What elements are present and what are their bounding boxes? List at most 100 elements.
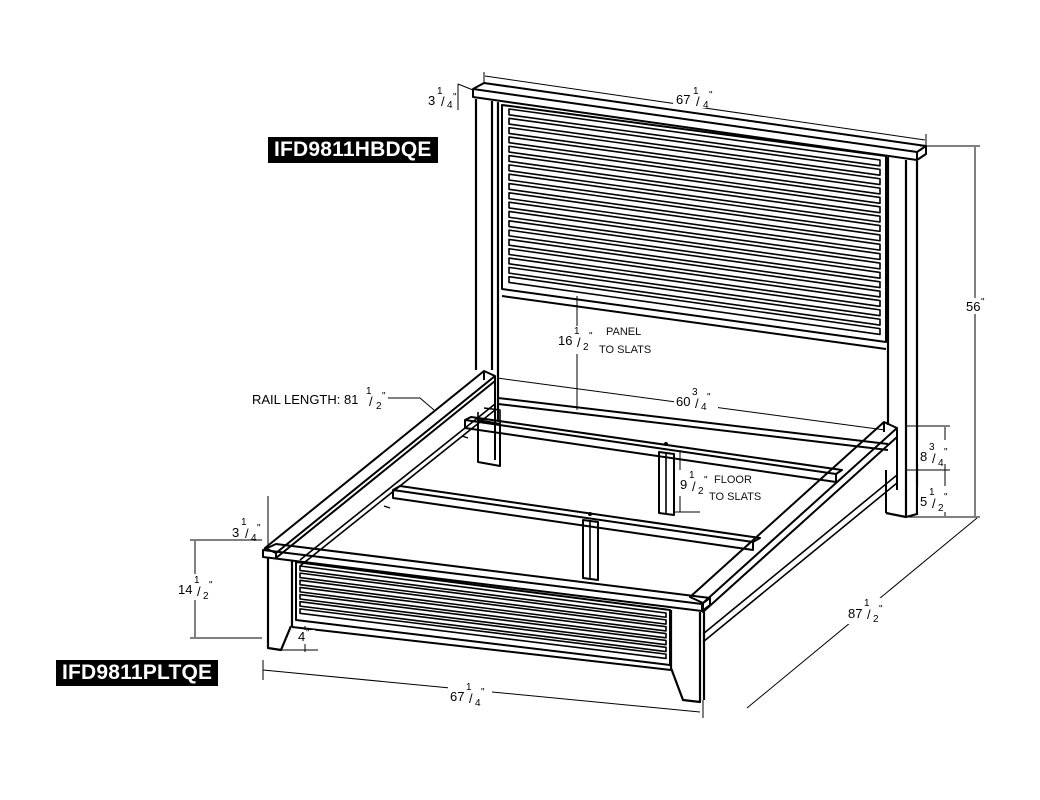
- svg-text:1: 1: [466, 682, 472, 693]
- headboard-panel-frame: [501, 104, 887, 343]
- svg-text:/: /: [369, 394, 373, 409]
- slat: [508, 164, 881, 223]
- svg-text:2: 2: [873, 614, 879, 625]
- svg-text:67: 67: [450, 689, 464, 704]
- slat: [508, 201, 881, 261]
- headboard-left-post: [474, 99, 500, 420]
- right-side-rail: [689, 421, 898, 604]
- svg-text:": ": [944, 492, 948, 503]
- svg-text:RAIL LENGTH: 81: RAIL LENGTH: 81: [252, 392, 358, 407]
- svg-text:2: 2: [698, 486, 704, 497]
- svg-text:/: /: [577, 335, 581, 350]
- slat: [508, 257, 881, 317]
- svg-text:": ": [589, 331, 593, 342]
- svg-text:1: 1: [241, 517, 247, 528]
- svg-text:2: 2: [938, 503, 944, 514]
- slat: [508, 229, 881, 289]
- center-leg-rear: [658, 451, 675, 516]
- svg-text:/: /: [197, 584, 201, 599]
- svg-text:16: 16: [558, 333, 572, 348]
- svg-text:": ": [453, 92, 457, 103]
- footboard-panel-frame: [295, 561, 671, 666]
- slat: [508, 173, 881, 233]
- svg-text:/: /: [867, 607, 871, 622]
- svg-text:4: 4: [298, 629, 305, 644]
- slat: [299, 572, 667, 625]
- svg-text:4: 4: [701, 402, 707, 413]
- svg-text:/: /: [692, 479, 696, 494]
- svg-text:56: 56: [966, 299, 980, 314]
- svg-text:3: 3: [232, 525, 239, 540]
- svg-text:/: /: [696, 94, 700, 109]
- slat: [508, 182, 881, 242]
- svg-text:1: 1: [366, 386, 372, 397]
- svg-text:4: 4: [475, 698, 481, 709]
- svg-text:3: 3: [929, 442, 935, 453]
- slat: [299, 593, 667, 646]
- svg-text:3: 3: [692, 387, 698, 398]
- svg-text:4: 4: [703, 100, 709, 111]
- slat: [508, 126, 881, 186]
- headboard: [472, 82, 927, 519]
- slat: [299, 586, 667, 639]
- svg-text:5: 5: [920, 494, 927, 509]
- slat: [508, 136, 881, 195]
- svg-text:": ": [382, 391, 386, 402]
- svg-text:1: 1: [929, 487, 935, 498]
- svg-text:": ": [481, 687, 485, 698]
- svg-text:/: /: [469, 691, 473, 706]
- dimension-labels: 3 1 / 4 " 67 1 / 4 " 56 " 16 1 / 2 " PAN…: [176, 86, 991, 709]
- svg-text:": ": [709, 90, 713, 101]
- slat: [508, 117, 881, 176]
- svg-text:": ": [704, 475, 708, 486]
- center-leg-front: [582, 519, 599, 581]
- cross-slat-rear: [464, 416, 843, 475]
- footboard-right-leg: [669, 610, 706, 704]
- slat: [508, 266, 881, 326]
- slat: [508, 108, 881, 167]
- svg-text:": ": [306, 628, 310, 639]
- footboard-slats: [299, 565, 667, 660]
- svg-text:TO SLATS: TO SLATS: [709, 491, 761, 503]
- svg-text:": ": [209, 580, 213, 591]
- svg-text:60: 60: [676, 394, 690, 409]
- svg-text:FLOOR: FLOOR: [714, 474, 752, 486]
- svg-text:1: 1: [437, 86, 443, 97]
- slat: [508, 275, 881, 336]
- svg-text:9: 9: [680, 477, 687, 492]
- svg-text:TO SLATS: TO SLATS: [599, 344, 651, 356]
- svg-text:": ": [879, 604, 883, 615]
- svg-text:2: 2: [376, 401, 382, 412]
- slat: [508, 192, 881, 251]
- svg-text:/: /: [695, 396, 699, 411]
- svg-text:/: /: [932, 451, 936, 466]
- headboard-model-label: IFD9811HBDQE: [268, 137, 438, 163]
- svg-text:PANEL: PANEL: [606, 326, 641, 338]
- slat: [508, 210, 881, 270]
- platform-model-label: IFD9811PLTQE: [56, 660, 219, 686]
- headboard-slats: [508, 108, 881, 336]
- slat: [299, 600, 667, 653]
- slat: [508, 238, 881, 298]
- slat: [299, 608, 667, 660]
- footboard: [262, 543, 711, 704]
- svg-text:": ": [944, 447, 948, 458]
- slat: [508, 247, 881, 308]
- slat: [508, 154, 881, 214]
- svg-text:87: 87: [848, 606, 862, 621]
- svg-text:1: 1: [194, 575, 200, 586]
- slat: [508, 219, 881, 280]
- headboard-right-post: [885, 157, 919, 519]
- cross-slat-front: [392, 485, 761, 543]
- svg-text:": ": [257, 523, 261, 534]
- svg-text:/: /: [932, 496, 936, 511]
- svg-text:4: 4: [938, 458, 944, 469]
- svg-text:/: /: [245, 526, 249, 541]
- svg-text:2: 2: [203, 591, 209, 602]
- svg-text:1: 1: [574, 326, 580, 337]
- svg-text:4: 4: [447, 100, 453, 111]
- slat: [508, 145, 881, 205]
- svg-text:": ": [707, 392, 711, 403]
